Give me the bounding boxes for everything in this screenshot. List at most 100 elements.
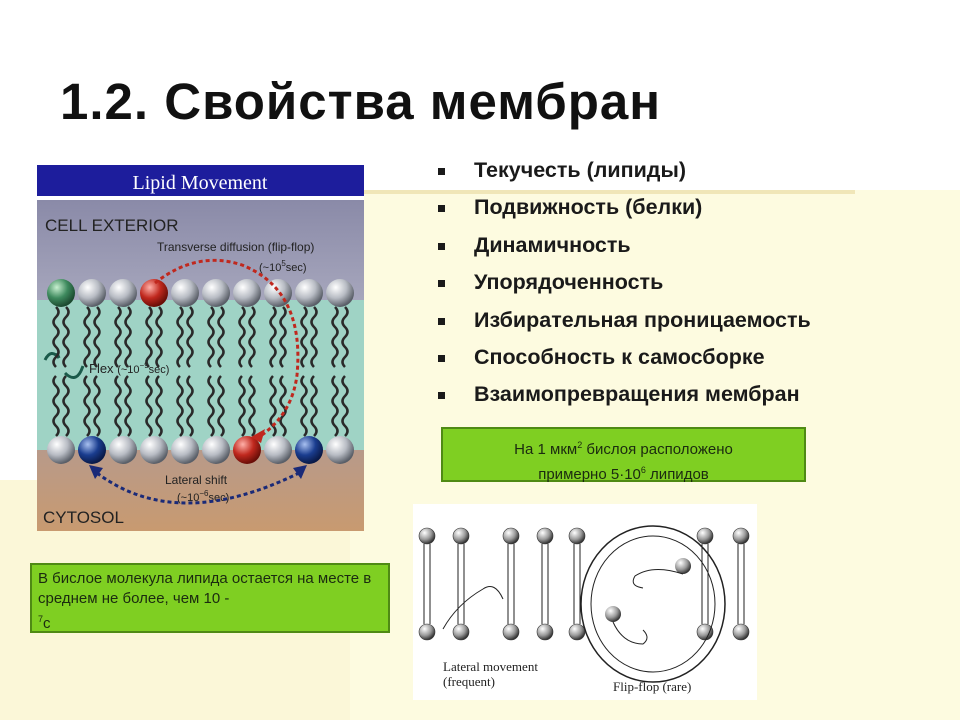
flip-flop-lipid-top [675, 558, 691, 574]
lateral-arrowhead-left [89, 465, 103, 479]
flip-flop-label: Flip-flop (rare) [613, 679, 691, 694]
lipid-tail [186, 306, 194, 368]
flip-flop-tail-a [632, 569, 684, 589]
lipid-tail [124, 306, 132, 368]
transverse-time: (~105sec) [259, 259, 307, 274]
lipid-tail [62, 375, 70, 437]
property-item: Взаимопревращения мембран [438, 376, 811, 413]
lipid-head [171, 279, 199, 307]
flip-flop-ring-outer [580, 525, 726, 683]
lipid-head [295, 436, 323, 464]
divider-line [350, 190, 855, 194]
lipid-tail [248, 306, 256, 368]
lipid-tail [207, 375, 215, 437]
figure-header-bg [37, 165, 364, 196]
property-item: Способность к самосборке [438, 339, 811, 376]
lipid-tail [279, 375, 287, 437]
lipid-tail [93, 375, 101, 437]
lipid-tail [248, 375, 256, 437]
lateral-arrowhead-right [293, 465, 307, 479]
lipid-tail [186, 375, 194, 437]
lateral-label: Lateral shift [165, 473, 228, 487]
lateral-movement-sub: (frequent) [443, 674, 495, 689]
property-item: Избирательная проницаемость [438, 302, 811, 339]
bw-lipid-head [536, 527, 554, 545]
lipid-head [233, 436, 261, 464]
lipid-tail [155, 306, 163, 368]
bw-lipid-head [696, 527, 714, 545]
lipid-tail [331, 375, 339, 437]
lipid-head [264, 279, 292, 307]
bw-lipid-head [418, 623, 436, 641]
cell-exterior-label: CELL EXTERIOR [45, 216, 179, 235]
lipid-tail [310, 375, 318, 437]
lipid-tail [310, 306, 318, 368]
lipid-head [326, 436, 354, 464]
lipid-head [47, 279, 75, 307]
lipid-tail [217, 306, 225, 368]
flex-label: Flex (~10−9sec) [89, 361, 169, 376]
lipid-tail [124, 375, 132, 437]
slide-title: 1.2. Свойства мембран [60, 73, 662, 130]
property-item: Подвижность (белки) [438, 189, 811, 226]
flip-flop-ring-inner [590, 535, 716, 673]
lipid-heads [47, 279, 354, 464]
bw-lipid-head [536, 623, 554, 641]
lipid-head [295, 279, 323, 307]
lipid-tail [217, 375, 225, 437]
property-item: Динамичность [438, 227, 811, 264]
lipid-tail [238, 375, 246, 437]
bw-lipid-head [502, 527, 520, 545]
lipid-head [78, 436, 106, 464]
lipid-tail [83, 375, 91, 437]
lipid-head [140, 436, 168, 464]
bilayer-bw-figure: Lateral movement (frequent) Flip-flop (r… [413, 504, 757, 700]
lipid-tail [52, 306, 60, 368]
figure-header: Lipid Movement [133, 172, 268, 194]
lipid-tail [114, 375, 122, 437]
lipid-tail [93, 306, 101, 368]
bw-lipids [418, 527, 750, 641]
hydrophobic-core-region [37, 300, 364, 450]
lateral-time: (~10−6sec) [177, 489, 229, 504]
flip-flop-arrowhead [251, 429, 265, 443]
lipid-tail [341, 375, 349, 437]
lipid-tail [176, 306, 184, 368]
lipid-movement-figure: Lipid Movement CELL EXTERIOR Transverse … [37, 165, 364, 531]
note-lipid-density: На 1 мкм2 бислоя расположено примерно 5·… [441, 427, 806, 483]
lipid-head [202, 436, 230, 464]
lipid-tail [279, 306, 287, 368]
lipid-tail [207, 306, 215, 368]
lipid-tail [114, 306, 122, 368]
lipid-head [78, 279, 106, 307]
lipid-head [326, 279, 354, 307]
bw-lipid-head [732, 623, 750, 641]
lipid-tail [52, 375, 60, 437]
lipid-head [109, 279, 137, 307]
lipid-head [202, 279, 230, 307]
bw-lipid-head [568, 527, 586, 545]
cytosol-label: CYTOSOL [43, 508, 124, 527]
lipid-tail [269, 306, 277, 368]
lipid-head [47, 436, 75, 464]
lipid-head [233, 279, 261, 307]
lipid-tails [52, 306, 349, 437]
lipid-tail [238, 306, 246, 368]
lipid-head [171, 436, 199, 464]
lipid-tail [176, 375, 184, 437]
lipid-head [140, 279, 168, 307]
lipid-tail [331, 306, 339, 368]
lipid-tail [62, 306, 70, 368]
lipid-head [264, 436, 292, 464]
lipid-tail [300, 375, 308, 437]
bw-lipid-head [418, 527, 436, 545]
lipid-tail [300, 306, 308, 368]
lipid-tail [155, 375, 163, 437]
bw-lipid-head [568, 623, 586, 641]
bw-lipid-head [696, 623, 714, 641]
lateral-shift-arrow [96, 471, 300, 505]
lipid-tail [341, 306, 349, 368]
note-lipid-residence: В бислое молекула липида остается на мес… [30, 563, 390, 633]
property-item: Текучесть (липиды) [438, 152, 811, 189]
figure-header-frame [37, 196, 364, 200]
